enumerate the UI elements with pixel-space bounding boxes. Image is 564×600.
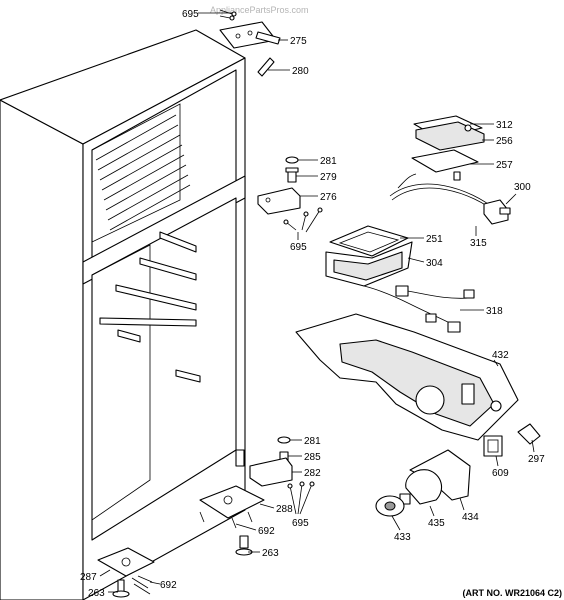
callout-285: 285	[304, 452, 321, 463]
callout-numbers: 695 275 280 281 279 276 695 312 256 257 …	[80, 9, 545, 599]
callout-256: 256	[496, 136, 513, 147]
part-288-bottom-hinge	[199, 485, 265, 519]
part-695-screws-middle	[283, 207, 323, 233]
callout-432: 432	[492, 350, 509, 361]
callout-315: 315	[470, 238, 487, 249]
part-275-top-hinge	[219, 21, 281, 49]
callout-692: 692	[160, 580, 177, 591]
part-435-bulb	[399, 469, 443, 505]
callout-434: 434	[462, 512, 479, 523]
callout-695: 695	[292, 518, 309, 529]
callout-263: 263	[88, 588, 105, 599]
art-number-label: (ART NO. WR21064 C2)	[462, 588, 562, 598]
part-609-switch	[483, 435, 503, 457]
callout-281: 281	[304, 436, 321, 447]
part-276-center-hinge	[257, 187, 301, 215]
callout-695: 695	[182, 9, 199, 20]
callout-433: 433	[394, 532, 411, 543]
callout-288: 288	[276, 504, 293, 515]
callout-281: 281	[320, 156, 337, 167]
callout-257: 257	[496, 160, 513, 171]
freezer-shelf	[95, 114, 191, 231]
part-280-hinge-pin	[257, 57, 275, 77]
shelf-rails	[99, 231, 201, 383]
leader-lines	[99, 12, 535, 593]
callout-695: 695	[290, 242, 307, 253]
watermark: AppliancePartsPros.com	[210, 5, 309, 15]
part-300-thermostat	[483, 199, 511, 225]
callout-318: 318	[486, 306, 503, 317]
callout-276: 276	[320, 192, 337, 203]
part-695-screws-lower	[287, 481, 315, 515]
part-432-light-housing	[295, 313, 519, 441]
refrigerator-cabinet	[0, 29, 246, 600]
part-281-washer-upper	[285, 156, 299, 164]
part-692-screws-right	[199, 511, 253, 529]
part-263-leveler-right	[235, 535, 253, 556]
part-318-wire-harness	[363, 285, 475, 333]
callout-300: 300	[514, 182, 531, 193]
callout-282: 282	[304, 468, 321, 479]
callout-280: 280	[292, 66, 309, 77]
part-282-lower-bracket	[249, 457, 293, 487]
callout-304: 304	[426, 258, 443, 269]
callout-609: 609	[492, 468, 509, 479]
part-279-pin	[285, 167, 299, 183]
callout-297: 297	[528, 454, 545, 465]
callout-435: 435	[428, 518, 445, 529]
part-257-damper	[411, 149, 479, 181]
part-263-leveler-left	[112, 579, 130, 598]
part-287-bottom-hinge-left	[97, 547, 155, 577]
callout-263: 263	[262, 548, 279, 559]
part-304-duct-housing	[325, 241, 413, 287]
callout-692: 692	[258, 526, 275, 537]
part-297-light-socket-knob	[517, 423, 541, 445]
callout-287: 287	[80, 572, 97, 583]
part-433-socket	[375, 495, 405, 517]
callout-312: 312	[496, 120, 513, 131]
part-692-screws-left	[131, 575, 153, 595]
callout-251: 251	[426, 234, 443, 245]
part-256-control-housing	[415, 121, 485, 151]
callout-275: 275	[290, 36, 307, 47]
part-281-washer-lower	[277, 436, 291, 444]
callout-279: 279	[320, 172, 337, 183]
part-315-capillary-tube	[389, 173, 499, 215]
mullion	[82, 175, 246, 285]
